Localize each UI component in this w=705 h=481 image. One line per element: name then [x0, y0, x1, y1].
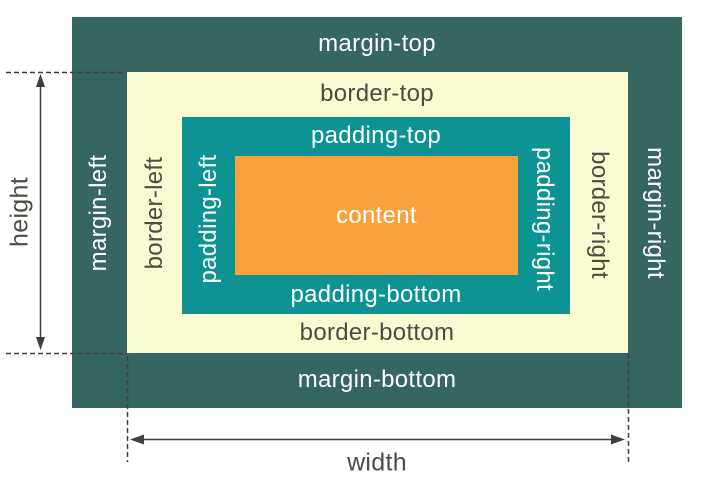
border-area: content — [127, 72, 628, 353]
border-left-label: border-left — [141, 156, 168, 270]
height-arrow-down-head — [36, 337, 45, 350]
padding-right-label: padding-right — [531, 147, 558, 291]
width-arrow-right-head — [611, 434, 625, 445]
border-bottom-label: border-bottom — [299, 319, 455, 346]
border-right-label: border-right — [586, 151, 613, 279]
margin-area: content — [72, 17, 682, 408]
margin-right-label: margin-right — [642, 147, 669, 279]
padding-area: content — [182, 117, 570, 314]
height-label: height — [5, 177, 34, 247]
width-arrow-left-head — [130, 434, 144, 445]
content-area: content — [235, 156, 518, 275]
margin-top-label: margin-top — [318, 30, 436, 57]
margin-bottom-label: margin-bottom — [297, 366, 457, 393]
height-arrow-up-head — [36, 74, 45, 87]
border-top-label: border-top — [320, 80, 434, 107]
padding-left-label: padding-left — [195, 154, 222, 284]
width-label: width — [347, 448, 407, 477]
margin-left-label: margin-left — [85, 154, 112, 272]
padding-top-label: padding-top — [310, 122, 442, 149]
padding-bottom-label: padding-bottom — [290, 281, 462, 308]
content-label: content — [336, 201, 417, 229]
